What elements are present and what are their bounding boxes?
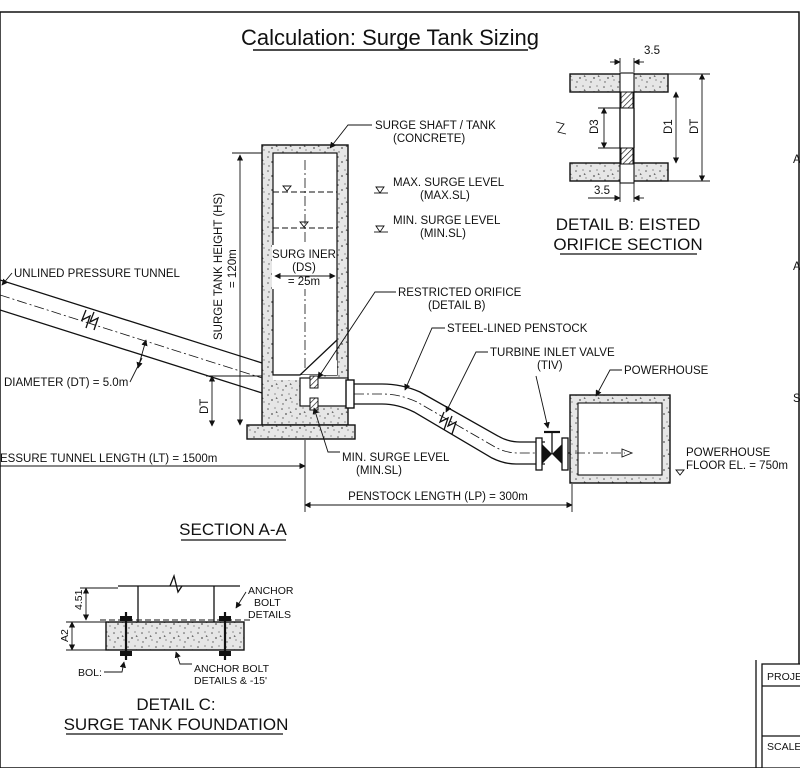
svg-text:POWERHOUSE: POWERHOUSE: [686, 447, 771, 459]
svg-text:(CONCRETE): (CONCRETE): [393, 133, 465, 145]
detail-c-foundation: 4.51 A2 ANCHOR BOLT DETAILS BOL: ANCHOR …: [59, 573, 294, 735]
detail-c-title-1: DETAIL C:: [136, 695, 215, 714]
unlined-tunnel-label: UNLINED PRESSURE TUNNEL: [1, 268, 181, 286]
svg-text:SURGE TANK HEIGHT (HS): SURGE TANK HEIGHT (HS): [213, 193, 225, 340]
svg-text:DT: DT: [689, 119, 701, 134]
edge-letter-3: S: [793, 393, 800, 405]
min-surge-level-label-bottom: MIN. SURGE LEVEL (MIN.SL): [312, 407, 450, 477]
svg-text:MIN. SURGE LEVEL: MIN. SURGE LEVEL: [393, 215, 501, 227]
detail-b-orifice-section: 3.5 3.5 D3 D1 DT DETAIL B: EISTED ORIFIC…: [553, 45, 710, 255]
powerhouse-label: POWERHOUSE: [595, 365, 709, 397]
svg-text:RESTRICTED ORIFICE: RESTRICTED ORIFICE: [398, 287, 522, 299]
svg-text:(DS): (DS): [292, 262, 316, 274]
svg-text:UNLINED PRESSURE TUNNEL: UNLINED PRESSURE TUNNEL: [14, 268, 181, 280]
svg-text:3.5: 3.5: [594, 185, 610, 197]
surge-tank-base: [246, 424, 356, 440]
svg-text:MIN. SURGE LEVEL: MIN. SURGE LEVEL: [342, 452, 450, 464]
section-a-a: SURGE SHAFT / TANK (CONCRETE) MAX. SURGE…: [0, 120, 788, 541]
svg-text:MAX. SURGE LEVEL: MAX. SURGE LEVEL: [393, 177, 505, 189]
anchor-bolt-left-icon: [120, 612, 132, 660]
edge-letter-2: A: [793, 261, 800, 273]
restricted-orifice-label: RESTRICTED ORIFICE (DETAIL B): [317, 287, 522, 379]
steel-penstock-label: STEEL-LINED PENSTOCK: [404, 323, 588, 391]
svg-text:POWERHOUSE: POWERHOUSE: [624, 365, 709, 377]
max-surge-level-label: MAX. SURGE LEVEL (MAX.SL): [374, 177, 505, 202]
svg-text:DETAILS & -15': DETAILS & -15': [194, 675, 267, 687]
svg-text:= 120m: = 120m: [227, 249, 239, 288]
surge-shaft-label: SURGE SHAFT / TANK (CONCRETE): [329, 120, 496, 149]
drawing-title: Calculation: Surge Tank Sizing: [241, 25, 539, 50]
svg-text:= 25m: = 25m: [288, 276, 320, 288]
svg-text:SURG INER: SURG INER: [272, 249, 336, 261]
anchor-bolt-right-icon: [219, 612, 231, 660]
svg-text:(DETAIL B): (DETAIL B): [428, 300, 486, 312]
dt-dimension: DT: [199, 375, 262, 427]
title-block-scale: SCALE: [767, 741, 800, 753]
svg-text:BOLT: BOLT: [254, 597, 281, 609]
svg-text:BOL:: BOL:: [78, 667, 102, 679]
svg-text:DIAMETER (DT) = 5.0m: DIAMETER (DT) = 5.0m: [4, 377, 128, 389]
svg-text:TURBINE INLET VALVE: TURBINE INLET VALVE: [490, 347, 615, 359]
svg-text:D1: D1: [663, 119, 675, 134]
svg-text:FLOOR EL. = 750m: FLOOR EL. = 750m: [686, 460, 788, 472]
detail-b-title-2: ORIFICE SECTION: [553, 235, 702, 254]
section-a-a-title: SECTION A-A: [179, 520, 287, 539]
svg-text:(TIV): (TIV): [537, 360, 563, 372]
powerhouse-floor-label: POWERHOUSE FLOOR EL. = 750m: [686, 447, 788, 472]
tunnel-length-dimension: ESSURE TUNNEL LENGTH (LT) = 1500m: [0, 440, 306, 512]
detail-b-title-1: DETAIL B: EISTED: [556, 215, 701, 234]
restricted-orifice: [299, 375, 349, 411]
title-block-project: PROJE: [767, 671, 800, 683]
svg-text:DETAILS: DETAILS: [248, 609, 291, 621]
svg-text:STEEL-LINED PENSTOCK: STEEL-LINED PENSTOCK: [447, 323, 588, 335]
svg-text:SURGE SHAFT / TANK: SURGE SHAFT / TANK: [375, 120, 496, 132]
svg-text:(MAX.SL): (MAX.SL): [420, 190, 470, 202]
sheet-border: [0, 11, 800, 768]
svg-text:PENSTOCK LENGTH (LP) = 300m: PENSTOCK LENGTH (LP) = 300m: [348, 491, 528, 503]
svg-text:4.51: 4.51: [73, 589, 85, 610]
min-surge-level-label-top: MIN. SURGE LEVEL (MIN.SL): [374, 215, 501, 240]
svg-text:ANCHOR BOLT: ANCHOR BOLT: [194, 663, 270, 675]
tunnel-diameter-label: DIAMETER (DT) = 5.0m: [4, 339, 148, 389]
edge-letter-1: A: [793, 154, 800, 166]
svg-text:ESSURE TUNNEL LENGTH (LT) = 15: ESSURE TUNNEL LENGTH (LT) = 1500m: [0, 453, 217, 465]
svg-text:3.5: 3.5: [644, 45, 660, 57]
svg-text:A2: A2: [59, 629, 71, 642]
surge-inner-diameter-label: SURG INER (DS) = 25m: [272, 245, 336, 289]
powerhouse: [569, 394, 685, 484]
turbine-valve-label: TURBINE INLET VALVE (TIV): [445, 347, 615, 429]
svg-text:(MIN.SL): (MIN.SL): [356, 465, 402, 477]
surge-tank-height-dimension: SURGE TANK HEIGHT (HS) = 120m: [213, 152, 262, 426]
svg-text:ANCHOR: ANCHOR: [248, 585, 294, 597]
penstock-length-dimension: PENSTOCK LENGTH (LP) = 300m: [304, 484, 573, 512]
svg-text:D3: D3: [589, 119, 601, 134]
steel-lined-penstock: [345, 379, 545, 465]
turbine-inlet-valve-icon: [535, 430, 575, 471]
detail-c-title-2: SURGE TANK FOUNDATION: [64, 715, 289, 734]
svg-text:DT: DT: [199, 399, 211, 414]
unlined-pressure-tunnel: [0, 279, 301, 406]
title-block: PROJE SCALE: [755, 660, 800, 768]
svg-text:(MIN.SL): (MIN.SL): [420, 228, 466, 240]
